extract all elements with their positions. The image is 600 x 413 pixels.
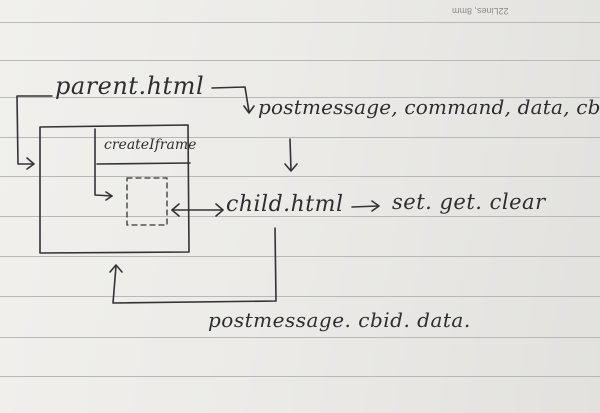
iframe-label-underline [96,162,191,165]
parent-to-request-arrow [211,86,250,113]
ruled-line [0,376,600,377]
ruled-line [0,137,600,138]
ruled-line [0,22,600,23]
ruled-line [0,337,600,338]
request-to-child-arrow [289,138,292,171]
arrow-head [26,157,35,170]
child-to-parent-return-arrow [112,227,277,304]
parent-html-label: parent.html [55,72,205,100]
ruled-line [0,60,600,61]
ruled-line [0,97,600,98]
ruled-line [0,296,600,297]
arrow-head [109,264,123,273]
arrow-head [105,191,113,201]
arrow-head [215,203,224,217]
arrow-head [371,200,380,212]
parent-window-box [39,124,190,254]
ruled-line [0,176,600,177]
iframe-box [94,128,113,197]
response-message-label: postmessage. cbid. data. [208,308,471,332]
arrow-head [243,105,255,114]
ruled-line [0,216,600,217]
arrow-head [171,203,180,217]
iframe-placeholder [126,177,168,226]
child-actions-label: set. get. clear [392,190,546,214]
ruled-line [0,256,600,257]
child-html-label: child.html [226,192,344,217]
arrow-head [284,163,298,172]
parent-to-window-arrow [16,95,53,165]
iframe-label: createIframe [104,137,197,153]
request-message-label: postmessage, command, data, cbid [258,95,600,119]
child-to-actions-arrow [351,205,379,208]
